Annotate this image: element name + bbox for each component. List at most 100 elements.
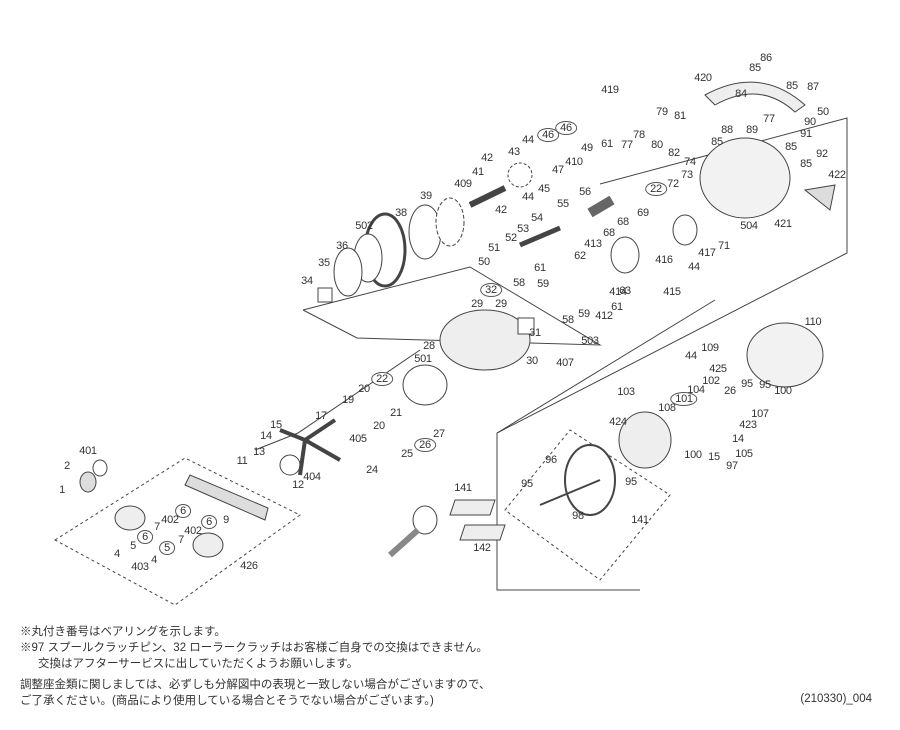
part-number: 50 — [817, 106, 829, 118]
part-number: 80 — [651, 139, 663, 151]
part-number: 95 — [625, 476, 637, 488]
plate-413 — [610, 236, 640, 274]
part-number: 85 — [785, 141, 797, 153]
part-number: 35 — [318, 257, 330, 269]
part-number: 41 — [472, 166, 484, 178]
part-number: 421 — [774, 218, 792, 230]
part-number: 25 — [401, 448, 413, 460]
part-number: 62 — [574, 250, 586, 262]
part-number: 424 — [609, 416, 627, 428]
ring-68 — [672, 214, 698, 246]
part-number: 42 — [481, 152, 493, 164]
part-number: 90 — [804, 116, 816, 128]
bearing-part-number: 5 — [159, 541, 175, 555]
bearing-part-number: 6 — [175, 504, 191, 518]
part-number: 97 — [726, 460, 738, 472]
part-number: 100 — [774, 385, 792, 397]
shim-141 — [449, 499, 506, 541]
part-number: 77 — [763, 113, 775, 125]
bearing-part-number: 46 — [537, 128, 559, 142]
note-washer-cont: ご了承ください。(商品により使用している場合とそうでない場合がございます。) — [20, 695, 434, 707]
part-number: 11 — [236, 455, 248, 467]
side-plate-423 — [618, 411, 672, 469]
part-number: 85 — [786, 80, 798, 92]
part-number: 110 — [804, 316, 822, 328]
level-wind-arm-420 — [704, 81, 806, 113]
part-number: 51 — [488, 242, 500, 254]
part-number: 29 — [471, 298, 483, 310]
part-number: 28 — [423, 340, 435, 352]
part-number: 423 — [739, 419, 757, 431]
part-number: 102 — [702, 375, 720, 387]
spool-shaft — [539, 479, 601, 506]
part-number: 78 — [633, 129, 645, 141]
part-number: 87 — [807, 81, 819, 93]
part-number: 69 — [637, 207, 649, 219]
part-number: 108 — [658, 402, 676, 414]
roller-clutch-32 — [517, 317, 535, 335]
part-number: 30 — [526, 355, 538, 367]
part-number: 410 — [565, 156, 583, 168]
part-number: 141 — [631, 514, 649, 526]
part-number: 502 — [355, 220, 373, 232]
group-outline-handle — [254, 349, 421, 451]
part-number: 43 — [508, 146, 520, 158]
wrench-shaft — [388, 527, 420, 558]
star-drag-404 — [279, 418, 341, 476]
washer-35 — [333, 247, 363, 297]
part-number: 21 — [390, 407, 402, 419]
part-number: 31 — [529, 327, 541, 339]
part-number: 107 — [751, 408, 769, 420]
part-number: 34 — [301, 275, 313, 287]
gear-39 — [435, 197, 465, 247]
part-number: 38 — [395, 207, 407, 219]
knob-402a — [114, 505, 146, 531]
gear-43 — [507, 162, 533, 188]
part-number: 15 — [270, 419, 282, 431]
part-number: 9 — [223, 514, 229, 526]
part-number: 413 — [584, 238, 602, 250]
part-number: 42 — [495, 204, 507, 216]
parts-drawing — [54, 81, 848, 606]
bearing-part-number: 46 — [555, 121, 577, 135]
part-number: 73 — [681, 169, 693, 181]
part-number: 58 — [513, 277, 525, 289]
part-number: 84 — [735, 88, 747, 100]
note-washer: 調整座金類に関しましては、必ずしも分解図中の表現と一致しない場合がございますので… — [20, 679, 491, 691]
part-number: 44 — [688, 261, 700, 273]
part-number: 142 — [473, 542, 491, 554]
bearing-part-number: 6 — [201, 515, 217, 529]
part-number: 88 — [721, 124, 733, 136]
part-number: 36 — [336, 240, 348, 252]
part-number: 95 — [741, 378, 753, 390]
bearing-part-number: 22 — [645, 182, 667, 196]
part-number: 71 — [718, 240, 730, 252]
part-number: 82 — [668, 147, 680, 159]
part-number: 77 — [621, 139, 633, 151]
part-number: 44 — [522, 191, 534, 203]
part-number: 403 — [131, 561, 149, 573]
part-number: 12 — [292, 479, 304, 491]
part-number: 52 — [505, 232, 517, 244]
part-number: 19 — [342, 394, 354, 406]
side-plate — [439, 309, 531, 371]
part-number: 504 — [740, 220, 758, 232]
knob-402b — [192, 532, 224, 558]
part-number: 63 — [619, 285, 631, 297]
part-number: 14 — [732, 433, 744, 445]
part-number: 55 — [557, 198, 569, 210]
cap-401 — [92, 459, 108, 477]
frame — [699, 137, 791, 219]
tube-56 — [587, 195, 615, 218]
bushing-34 — [317, 287, 333, 303]
part-number: 4 — [151, 554, 157, 566]
part-number: 68 — [603, 227, 615, 239]
document-code: (210330)_004 — [800, 693, 872, 705]
part-number: 415 — [663, 286, 681, 298]
part-number: 5 — [130, 540, 136, 552]
part-number: 61 — [601, 138, 613, 150]
part-number: 72 — [667, 178, 679, 190]
part-number: 56 — [579, 186, 591, 198]
part-number: 405 — [349, 433, 367, 445]
